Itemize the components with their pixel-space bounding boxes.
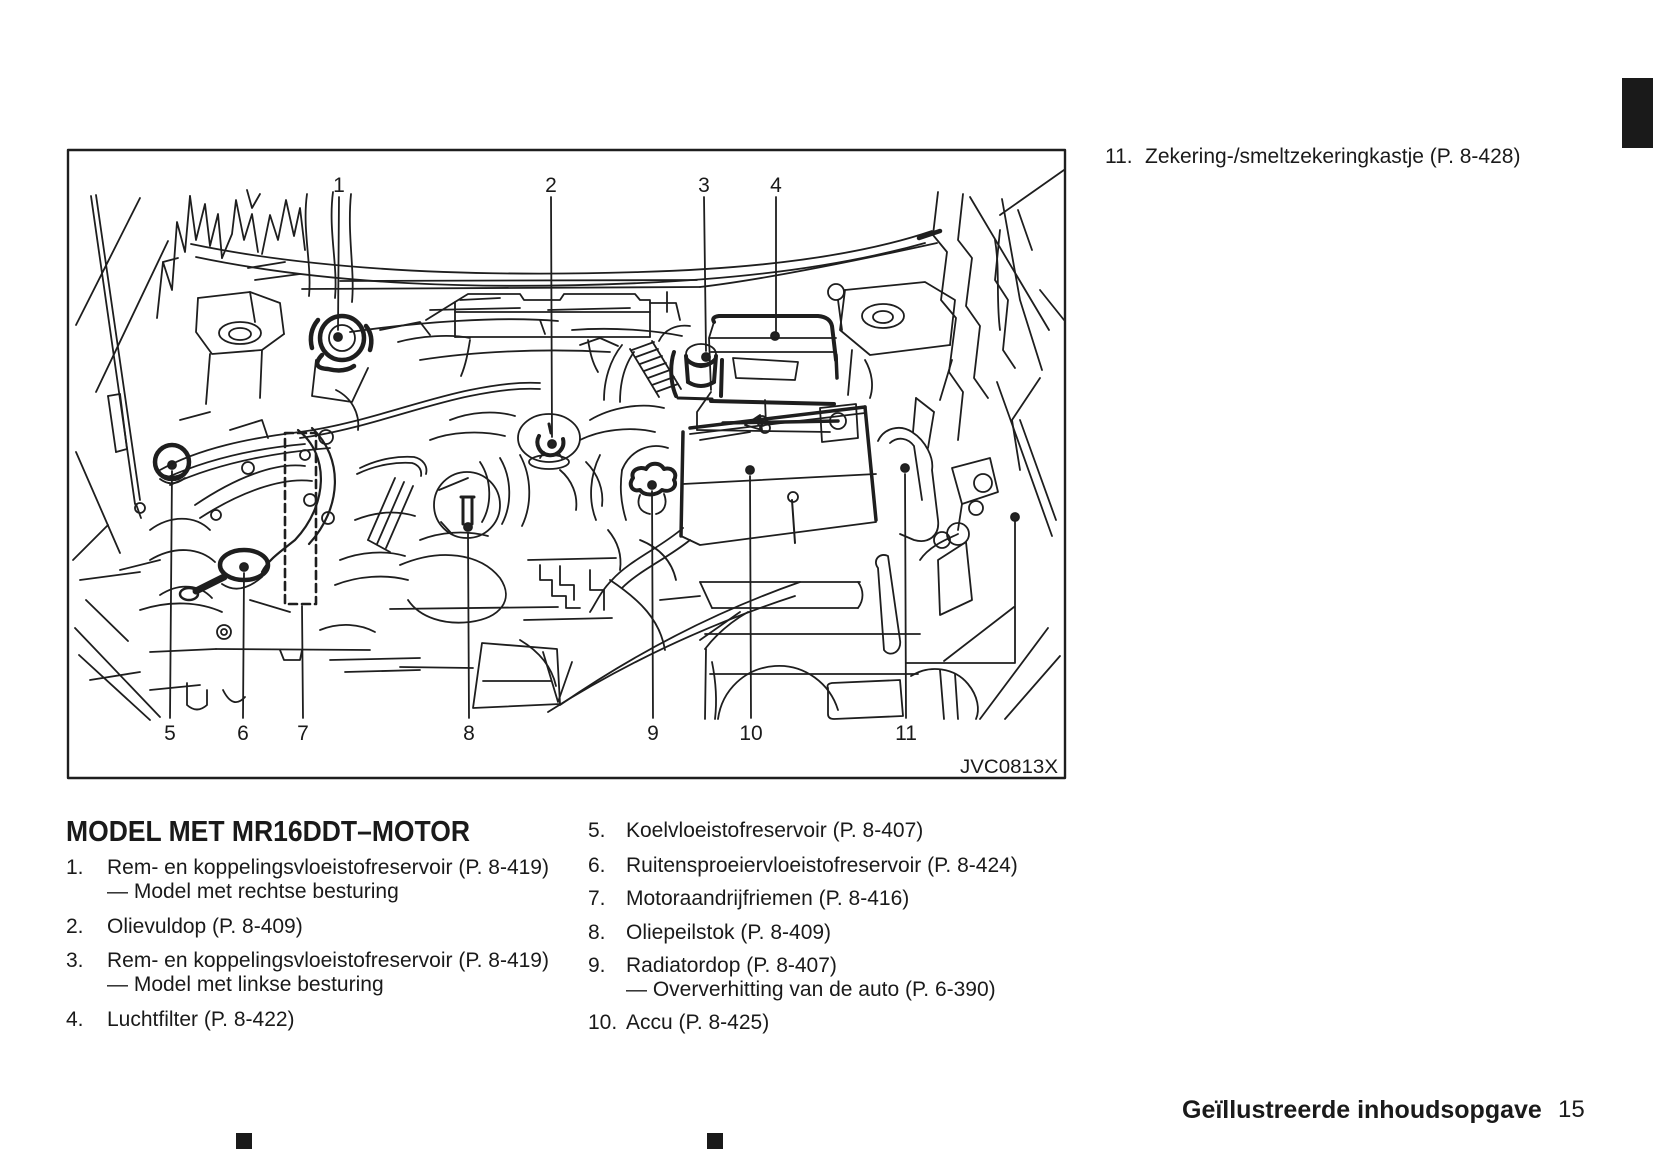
svg-text:JVC0813X: JVC0813X bbox=[960, 757, 1058, 778]
svg-text:9: 9 bbox=[647, 722, 659, 745]
svg-text:1: 1 bbox=[333, 174, 345, 197]
svg-text:8: 8 bbox=[463, 722, 475, 745]
svg-text:5: 5 bbox=[164, 722, 176, 745]
svg-text:3: 3 bbox=[698, 174, 710, 197]
svg-text:7: 7 bbox=[297, 722, 309, 745]
svg-text:2: 2 bbox=[545, 174, 557, 197]
svg-text:10: 10 bbox=[739, 722, 762, 745]
svg-text:6: 6 bbox=[237, 722, 249, 745]
svg-text:11: 11 bbox=[895, 722, 917, 745]
svg-text:4: 4 bbox=[770, 174, 782, 197]
